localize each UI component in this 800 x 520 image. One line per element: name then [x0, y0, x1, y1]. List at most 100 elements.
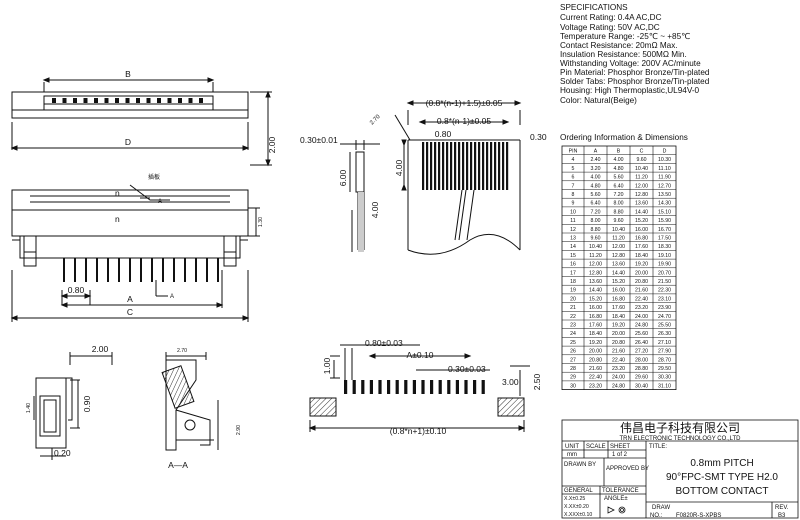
spec-line: Voltage Rating: 50V AC,DC	[560, 23, 660, 32]
footprint-pad	[473, 380, 477, 394]
table-cell: 24	[570, 331, 576, 337]
table-cell: 30.30	[658, 375, 671, 381]
spec-heading: SPECIFICATIONS	[560, 3, 628, 12]
dim-0-80-fp: 0.80±0.03	[365, 338, 403, 348]
footprint-pad	[369, 380, 373, 394]
table-cell: 12.80	[635, 192, 648, 198]
label-A-sub: A	[170, 294, 174, 300]
dim-1-00: 1.00	[322, 357, 332, 374]
top-view-pins	[52, 98, 203, 103]
ordering-title: Ordering Information & Dimensions	[560, 133, 688, 142]
table-cell: 12.80	[612, 253, 625, 259]
table-cell: 30.40	[635, 383, 648, 389]
table-cell: 9	[572, 201, 575, 207]
fpc-finger	[470, 142, 473, 190]
table-cell: 12.80	[589, 270, 602, 276]
table-cell: 14.40	[635, 209, 648, 215]
table-cell: 8	[572, 192, 575, 198]
table-cell: 15	[570, 253, 576, 259]
section-label: A—A	[168, 460, 188, 470]
table-cell: 25.50	[658, 323, 671, 329]
tolerance-label: TOLERANCE	[602, 488, 639, 494]
footprint-pad	[352, 380, 356, 394]
table-cell: 16.80	[589, 314, 602, 320]
table-cell: 12.00	[635, 183, 648, 189]
section-aa	[161, 352, 219, 451]
table-cell: 13	[570, 236, 576, 242]
table-cell: 17	[570, 270, 576, 276]
dim-2-00-side: 2.00	[92, 344, 109, 354]
dim-0-30-top: 0.30	[530, 132, 547, 142]
top-pin	[104, 98, 109, 103]
tolerance-3: X.XXX±0.10	[564, 512, 592, 518]
dim-0-30: 0.30±0.01	[300, 135, 338, 145]
top-pin	[167, 98, 172, 103]
label-A-ref: A	[158, 199, 162, 205]
footprint-pad	[412, 380, 416, 394]
footprint-pad	[387, 380, 391, 394]
table-cell: 19.90	[658, 262, 671, 268]
spec-line: Insulation Resistance: 500MΩ Min.	[560, 50, 687, 59]
table-cell: 19.20	[612, 323, 625, 329]
company-name-cn: 伟昌电子科技有限公司	[620, 421, 740, 435]
table-cell: 26	[570, 349, 576, 355]
footprint-pad	[464, 380, 468, 394]
fpc-finger	[490, 142, 493, 190]
table-cell: 15.90	[658, 218, 671, 224]
title-label: TITLE:	[649, 444, 667, 450]
table-cell: 18.40	[589, 331, 602, 337]
fpc-finger	[454, 142, 457, 190]
table-cell: 9.60	[613, 218, 623, 224]
dim-08n15: (0.8*(n-1)+1.5)±0.05	[426, 98, 503, 108]
front-view-pins	[63, 258, 219, 282]
top-pin	[178, 98, 182, 103]
table-cell: 18.30	[658, 244, 671, 250]
table-cell: 19.20	[635, 262, 648, 268]
top-view	[10, 77, 272, 167]
table-cell: 14	[570, 244, 576, 250]
fpc-finger	[502, 142, 505, 190]
table-cell: 20.00	[612, 331, 625, 337]
fpc-finger	[486, 142, 489, 190]
table-cell: 29.50	[658, 366, 671, 372]
footprint-pad	[447, 380, 451, 394]
table-cell: 11.20	[612, 236, 625, 242]
sheet-value: 1 of 2	[612, 452, 628, 458]
table-cell: 3.20	[590, 166, 600, 172]
table-cell: 23.20	[589, 383, 602, 389]
table-cell: 18.40	[635, 253, 648, 259]
top-pin	[125, 98, 130, 103]
table-cell: 15.20	[589, 296, 602, 302]
specifications: SPECIFICATIONS Current Rating: 0.4A AC,D…	[560, 3, 710, 105]
top-pin	[83, 98, 88, 103]
table-cell: 4.00	[590, 175, 600, 181]
table-cell: 9.60	[636, 157, 646, 163]
table-cell: 16.00	[589, 305, 602, 311]
dim-08n1-fp: (0.8*n+1)±0.10	[390, 426, 447, 436]
table-cell: 31.10	[658, 383, 671, 389]
table-header-cell: A	[594, 149, 598, 155]
table-cell: 27.10	[658, 340, 671, 346]
fpc-fingers	[422, 142, 509, 190]
spec-line: Pin Material: Phosphor Bronze/Tin-plated	[560, 68, 710, 77]
unit-label: UNIT	[565, 444, 579, 450]
spec-line: Temperature Range: -25℃ ~ +85℃	[560, 32, 690, 41]
table-cell: 11.10	[658, 166, 671, 172]
top-pin	[157, 98, 161, 103]
table-cell: 16	[570, 262, 576, 268]
table-cell: 8.00	[590, 218, 600, 224]
table-cell: 11.20	[635, 175, 648, 181]
side-view	[33, 352, 113, 460]
table-cell: 13.60	[635, 201, 648, 207]
table-cell: 5	[572, 166, 575, 172]
table-cell: 28	[570, 366, 576, 372]
fpc-finger	[498, 142, 501, 190]
dim-2-90: 2.90	[236, 425, 242, 435]
table-cell: 24.00	[635, 314, 648, 320]
spec-line: Current Rating: 0.4A AC,DC	[560, 13, 662, 22]
table-header-cell: B	[617, 149, 621, 155]
table-cell: 12.70	[658, 183, 671, 189]
dim-08n1: 0.8*(n-1)±0.05	[437, 116, 492, 126]
